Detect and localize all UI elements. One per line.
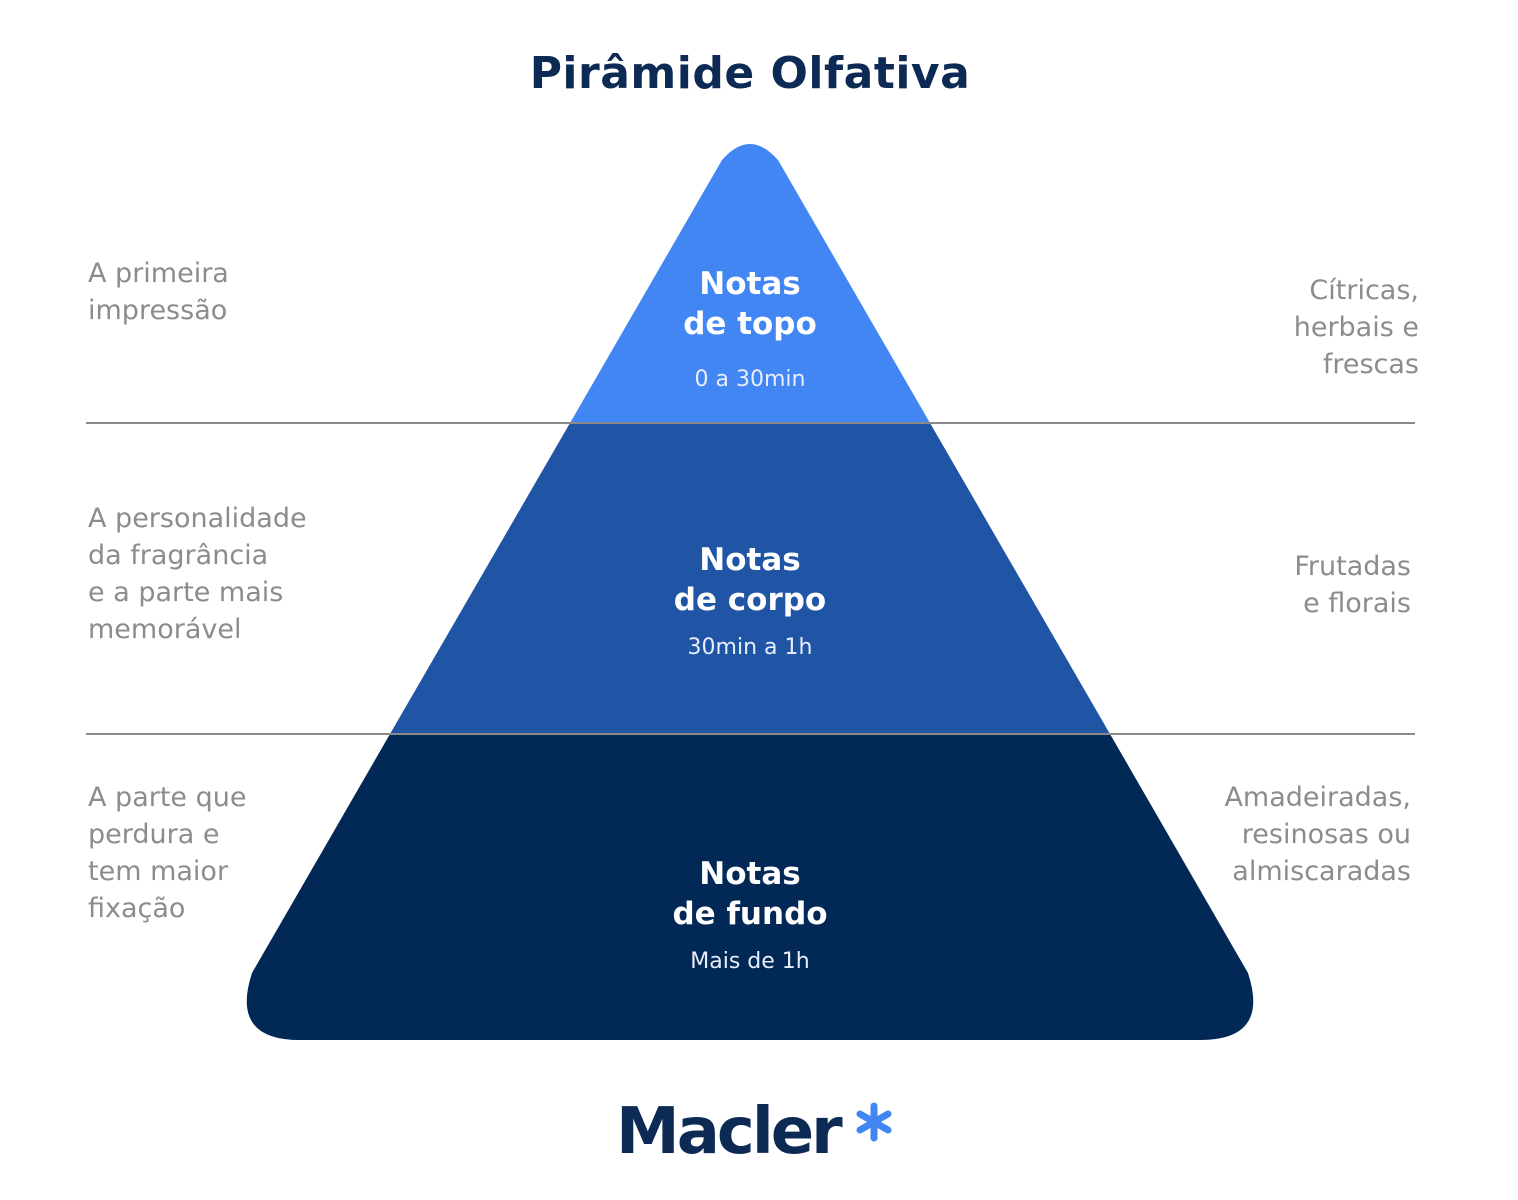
tier-base-label: Notas de fundo Mais de 1h bbox=[550, 854, 950, 976]
macler-logo: Macler bbox=[616, 1092, 894, 1172]
middle-notes-description: A personalidade da fragrância e a parte … bbox=[88, 503, 307, 645]
tier-base-name: Notas de fundo bbox=[672, 856, 828, 932]
pyramid-tier-top bbox=[570, 144, 930, 423]
pyramid-tier-middle bbox=[390, 423, 1110, 734]
tier-top-name: Notas de topo bbox=[683, 266, 817, 342]
tier-base-time: Mais de 1h bbox=[690, 949, 810, 974]
tier-middle-name: Notas de corpo bbox=[673, 542, 827, 618]
base-notes-description: A parte que perdura e tem maior fixação bbox=[88, 782, 247, 924]
middle-notes-examples: Frutadas e florais bbox=[1294, 551, 1411, 619]
tier-middle-time: 30min a 1h bbox=[687, 635, 813, 660]
asterisk-icon bbox=[854, 1102, 894, 1147]
pyramid-tier-base bbox=[246, 734, 1254, 1040]
tier-top-time: 0 a 30min bbox=[694, 367, 806, 392]
tier-top-label: Notas de topo 0 a 30min bbox=[550, 264, 950, 394]
base-notes-examples: Amadeiradas, resinosas ou almiscaradas bbox=[1224, 782, 1411, 887]
divider-top bbox=[86, 422, 1415, 424]
page-title: Pirâmide Olfativa bbox=[529, 48, 971, 99]
divider-bottom bbox=[86, 733, 1415, 735]
top-notes-examples: Cítricas, herbais e frescas bbox=[1293, 275, 1419, 380]
logo-wordmark: Macler bbox=[616, 1095, 843, 1169]
top-notes-description: A primeira impressão bbox=[88, 258, 229, 326]
tier-middle-label: Notas de corpo 30min a 1h bbox=[550, 540, 950, 662]
